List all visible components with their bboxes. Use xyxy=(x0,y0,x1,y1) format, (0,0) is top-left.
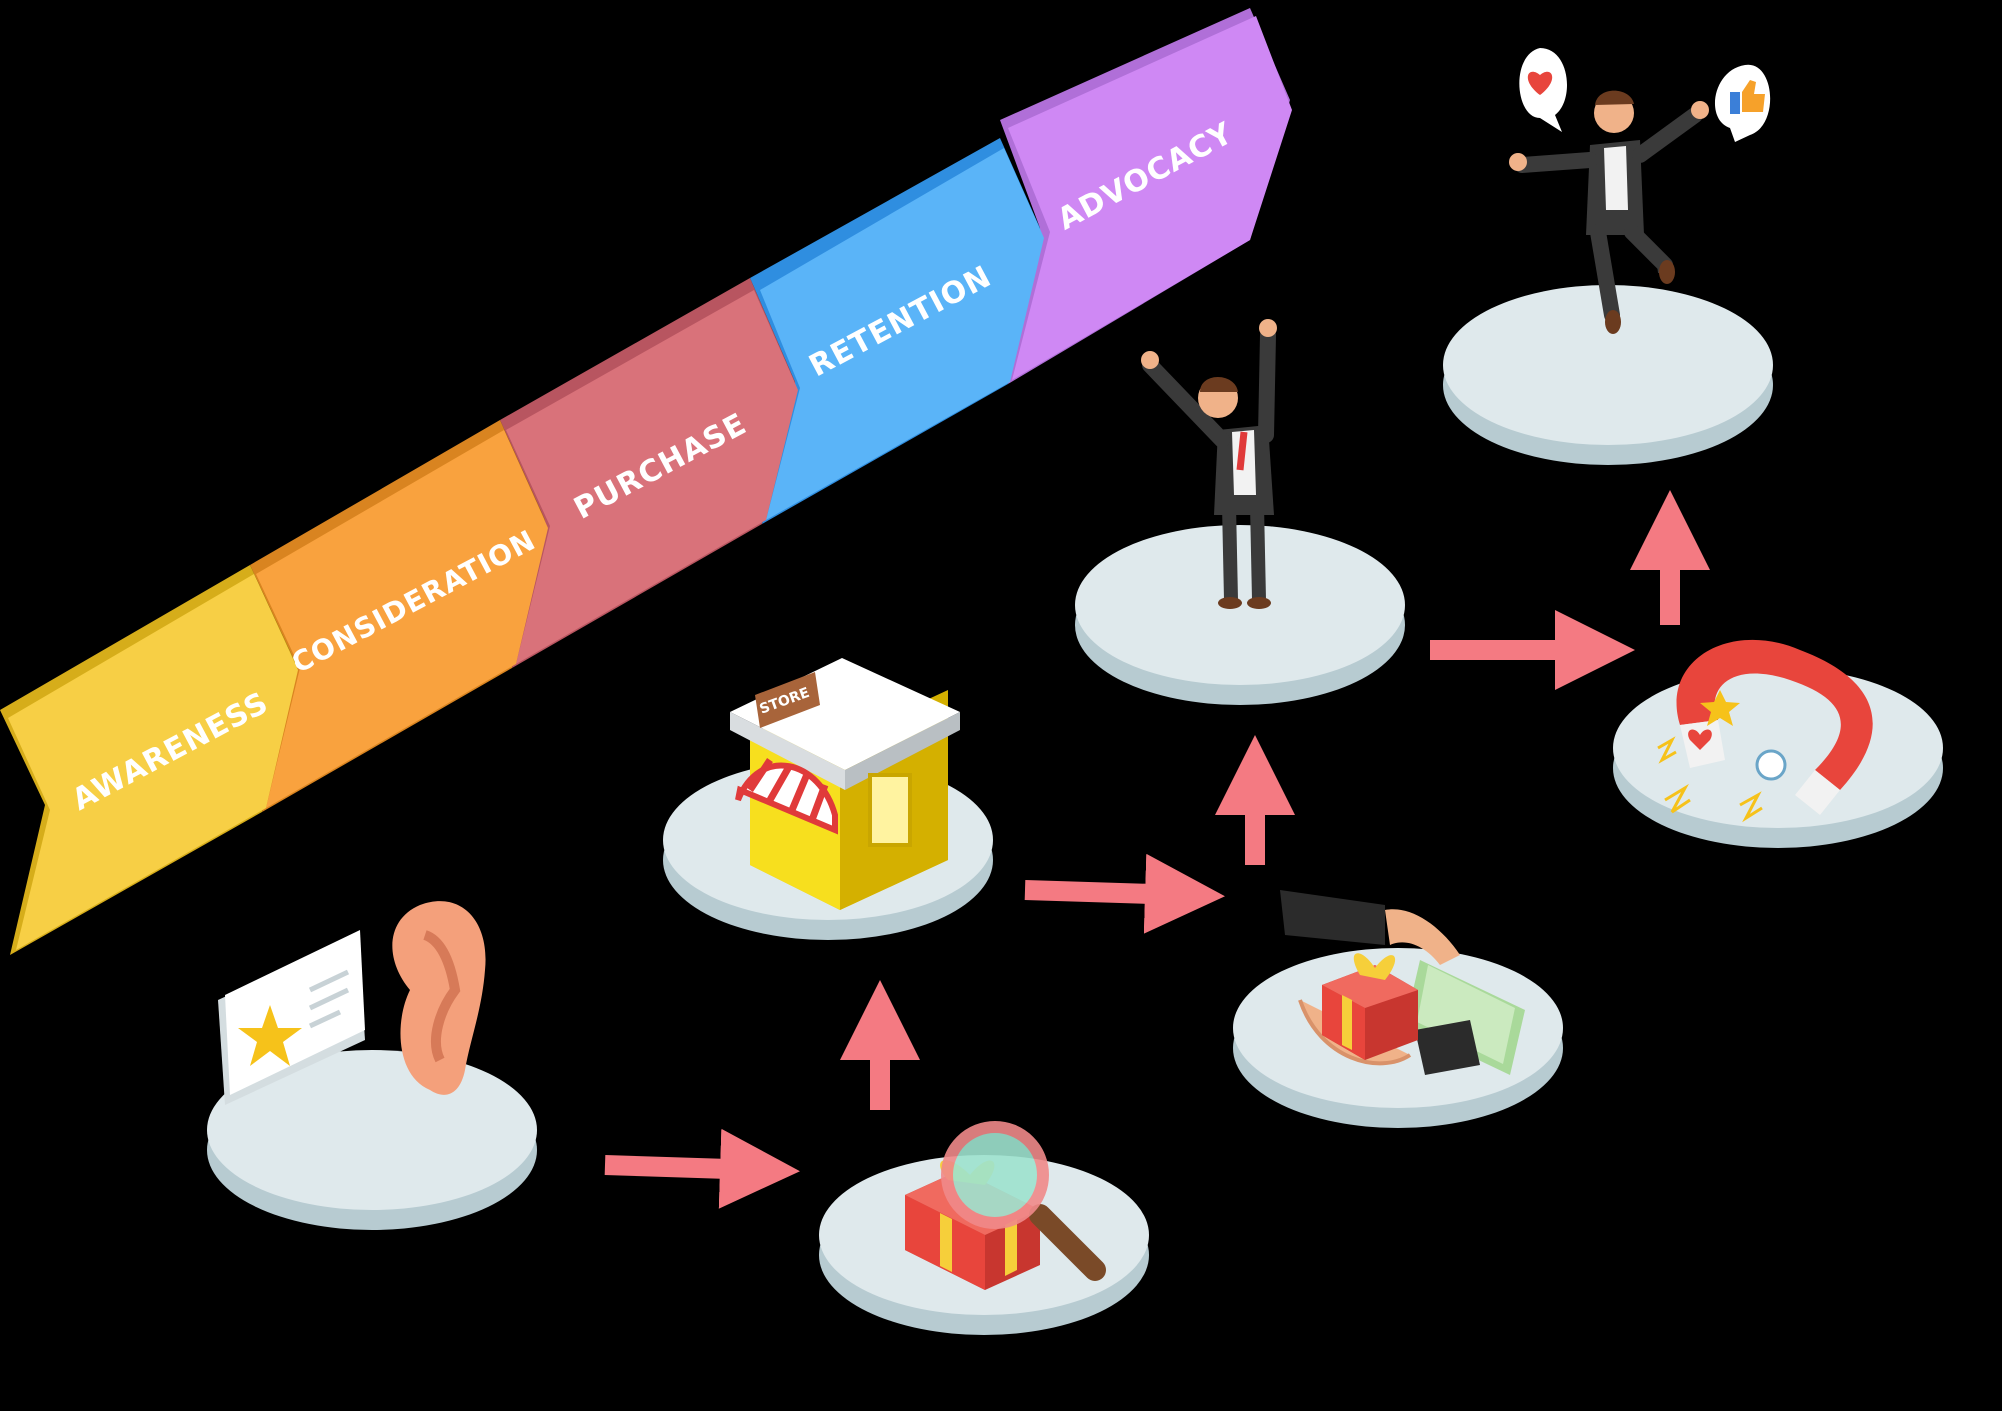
platform-retention xyxy=(1075,525,1405,705)
stage-awareness: AWARENESS xyxy=(0,565,298,955)
heart-bubble-icon xyxy=(1519,48,1567,132)
stage-purchase: PURCHASE xyxy=(500,278,798,668)
arrow-store-to-purchase xyxy=(1025,890,1185,895)
stage-retention: RETENTION xyxy=(750,138,1044,524)
thumbs-up-bubble-icon xyxy=(1715,65,1770,142)
arrow-awareness-to-consideration xyxy=(605,1165,760,1170)
journey-stage-band: ADVOCACY RETENTION PURCHASE CONSIDERATIO… xyxy=(0,8,1292,955)
stage-advocacy: ADVOCACY xyxy=(1000,8,1292,384)
stage-consideration: CONSIDERATION xyxy=(250,420,548,812)
